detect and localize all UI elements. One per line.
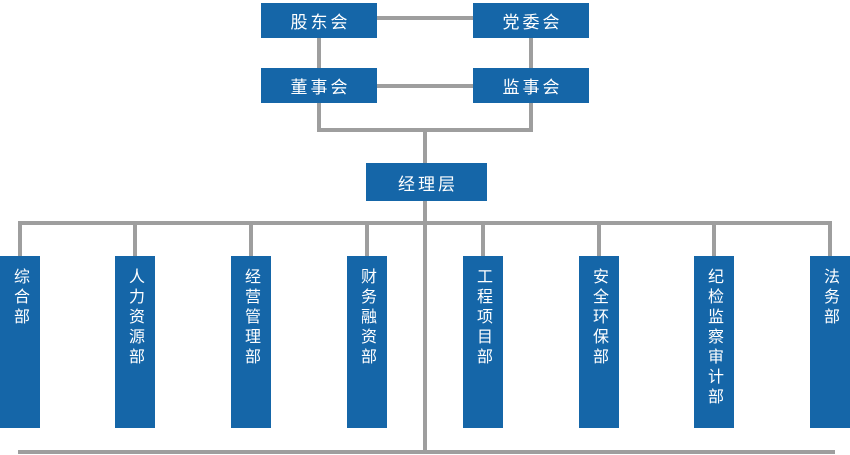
connector-supervisory-bracket — [529, 103, 533, 132]
connector-stub-operations — [249, 225, 253, 256]
connector-stub-safety — [597, 225, 601, 256]
node-legal-department: 法务部 — [810, 256, 850, 428]
connector-stub-legal — [828, 225, 832, 256]
node-label: 工程项目部 — [474, 268, 493, 368]
node-engineering-project-department: 工程项目部 — [463, 256, 503, 428]
node-label: 人力资源部 — [126, 268, 145, 368]
connector-stub-engineering — [481, 225, 485, 256]
connector-department-rail — [18, 221, 832, 225]
node-safety-environment-department: 安全环保部 — [579, 256, 619, 428]
node-finance-financing-department: 财务融资部 — [347, 256, 387, 428]
connector-stub-finance — [365, 225, 369, 256]
connector-stub-general — [18, 225, 22, 256]
node-label: 法务部 — [821, 268, 840, 328]
connector-bracket-to-management — [423, 132, 427, 163]
connector-directors-supervisory — [377, 84, 473, 88]
connector-shareholders-directors — [317, 38, 321, 68]
node-label: 经营管理部 — [242, 268, 261, 368]
connector-bottom-rail — [18, 450, 835, 454]
node-human-resources-department: 人力资源部 — [115, 256, 155, 428]
node-management-level: 经理层 — [366, 163, 487, 201]
node-label: 财务融资部 — [358, 268, 377, 368]
node-label: 纪检监察审计部 — [705, 268, 724, 408]
connector-stub-hr — [133, 225, 137, 256]
connector-bracket-horizontal — [317, 128, 533, 132]
node-operations-management-department: 经营管理部 — [231, 256, 271, 428]
connector-directors-bracket — [317, 103, 321, 132]
connector-shareholders-party — [377, 16, 473, 20]
node-party-committee: 党委会 — [473, 3, 589, 38]
connector-party-supervisory — [529, 38, 533, 68]
node-general-department: 综合部 — [0, 256, 40, 428]
node-supervisory-board: 监事会 — [473, 68, 589, 103]
node-board-of-directors: 董事会 — [261, 68, 377, 103]
connector-management-to-departments — [423, 201, 427, 454]
node-discipline-inspection-audit-department: 纪检监察审计部 — [694, 256, 734, 428]
node-shareholders-meeting: 股东会 — [261, 3, 377, 38]
node-label: 综合部 — [11, 268, 30, 328]
node-label: 安全环保部 — [590, 268, 609, 368]
connector-stub-discipline-audit — [712, 225, 716, 256]
